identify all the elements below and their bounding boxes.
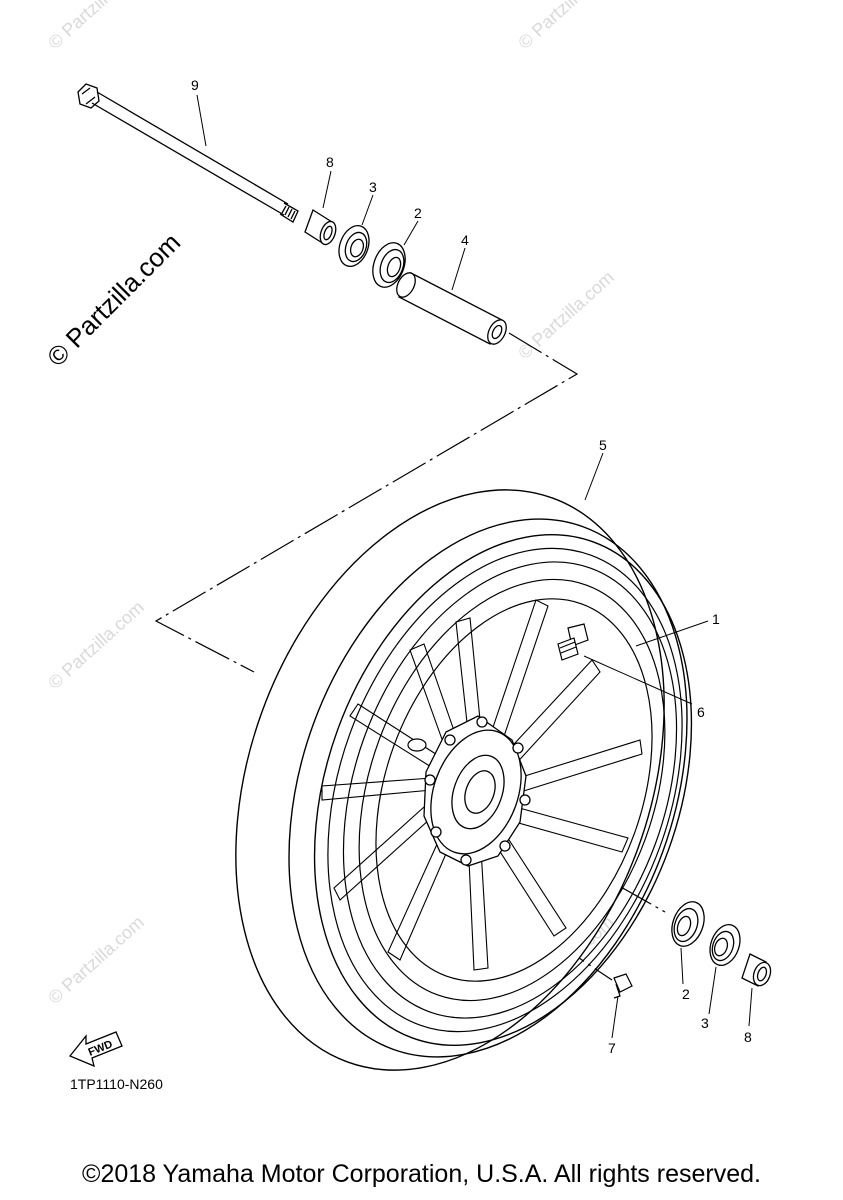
watermark-main: © Partzilla.com [41,227,186,372]
callout-collar-bottom: 8 [744,1029,752,1045]
callout-spacer: 4 [461,232,469,248]
bearing-bottom-part [671,901,705,947]
callout-bearing-top: 2 [414,205,422,221]
callout-tire: 5 [599,437,607,453]
bearing-top-part [372,242,406,288]
collar-top-part [304,209,337,246]
watermark-tile: © Partzilla.com [514,0,618,53]
callout-collar-top: 8 [326,154,334,170]
wheel-spokes [321,599,643,971]
leader-lines [196,94,753,1039]
watermark-tile: © Partzilla.com [44,597,148,693]
spacer-part [396,272,507,345]
callout-cast-wheel: 1 [712,611,720,627]
callout-labels: 9 8 3 2 4 5 1 6 2 3 8 7 [191,77,752,1056]
watermark-tile: © Partzilla.com [44,0,148,53]
fwd-label: FWD [87,1038,115,1059]
copyright-footer: ©2018 Yamaha Motor Corporation, U.S.A. A… [82,1160,761,1188]
balance-weight-part [613,973,633,999]
callout-axle: 9 [191,77,199,93]
watermark-tile: © Partzilla.com [514,267,618,363]
wheel-hub [423,715,531,867]
axle-part [77,83,299,223]
watermark-tile: © Partzilla.com [44,912,148,1008]
diagram-code: 1TP1110-N260 [70,1076,163,1092]
cast-wheel-part [321,547,683,1033]
fwd-arrow-icon: FWD [68,1031,123,1068]
seal-bottom-part [709,924,741,966]
valve-part [557,623,589,661]
callout-bearing-bottom: 2 [682,986,690,1002]
callout-seal-top: 3 [369,179,377,195]
callout-seal-bottom: 3 [701,1015,709,1031]
seal-top-part [338,225,370,267]
callout-valve: 6 [697,704,705,720]
callout-balance-weight: 7 [608,1040,616,1056]
collar-bottom-part [741,953,772,987]
